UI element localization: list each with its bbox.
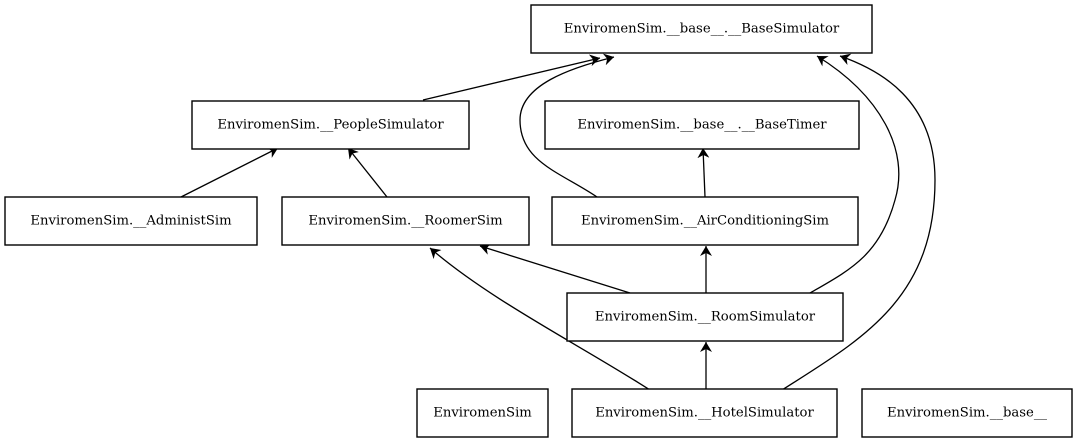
edge-room-to-roomer — [479, 243, 631, 294]
edge-hotel-to-base-simulator — [781, 53, 936, 391]
node-label-people-simulator: EnviromenSim.__PeopleSimulator — [217, 118, 444, 133]
node-label-base-module: EnviromenSim.__base__ — [887, 406, 1047, 421]
node-label-room-simulator: EnviromenSim.__RoomSimulator — [595, 310, 816, 325]
edge-administ-to-people — [180, 147, 279, 198]
node-administ-sim: EnviromenSim.__AdministSim — [4, 196, 258, 246]
node-base-module: EnviromenSim.__base__ — [861, 388, 1073, 438]
node-label-roomer-sim: EnviromenSim.__RoomerSim — [308, 214, 503, 229]
node-label-enviromen-sim: EnviromenSim — [433, 406, 532, 421]
edge-room-to-base-simulator — [809, 55, 900, 294]
node-room-simulator: EnviromenSim.__RoomSimulator — [566, 292, 844, 342]
node-label-administ-sim: EnviromenSim.__AdministSim — [30, 214, 232, 229]
edge-aircond-to-base-simulator — [519, 53, 615, 198]
node-people-simulator: EnviromenSim.__PeopleSimulator — [191, 100, 470, 150]
node-hotel-simulator: EnviromenSim.__HotelSimulator — [571, 388, 838, 438]
node-base-timer: EnviromenSim.__base__.__BaseTimer — [544, 100, 860, 150]
edge-aircond-to-base-timer — [697, 147, 710, 198]
node-base-simulator: EnviromenSim.__base__.__BaseSimulator — [530, 4, 873, 54]
node-label-hotel-simulator: EnviromenSim.__HotelSimulator — [595, 406, 814, 421]
node-enviromen-sim: EnviromenSim — [416, 388, 549, 438]
edge-people-to-base-simulator — [422, 54, 601, 101]
node-air-conditioning-sim: EnviromenSim.__AirConditioningSim — [551, 196, 859, 246]
node-roomer-sim: EnviromenSim.__RoomerSim — [281, 196, 530, 246]
node-label-air-conditioning-sim: EnviromenSim.__AirConditioningSim — [581, 214, 830, 229]
edge-hotel-to-roomer — [429, 247, 651, 391]
edges — [180, 53, 936, 391]
edge-roomer-to-people — [347, 147, 388, 198]
node-label-base-timer: EnviromenSim.__base__.__BaseTimer — [577, 118, 827, 133]
nodes: EnviromenSim.__base__.__BaseSimulator En… — [4, 4, 1073, 438]
node-label-base-simulator: EnviromenSim.__base__.__BaseSimulator — [564, 22, 840, 37]
